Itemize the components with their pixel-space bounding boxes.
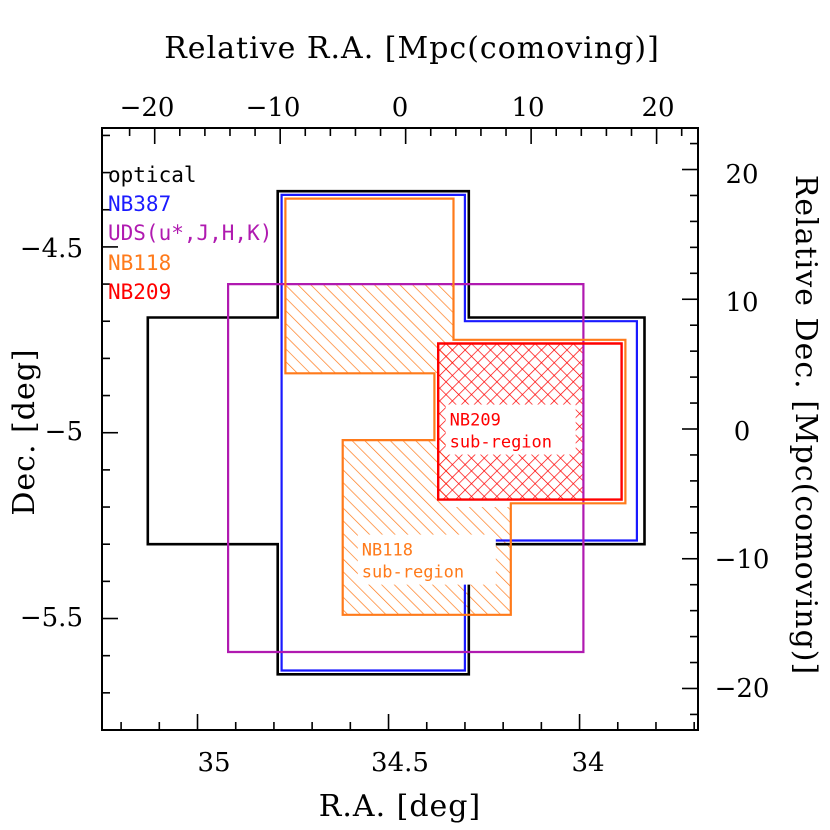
legend-entry-uds: UDS(u*,J,H,K) xyxy=(108,221,272,245)
y2-tick-label: 10 xyxy=(725,288,758,318)
region-outline-optical xyxy=(146,189,646,676)
y-tick-label: −4.5 xyxy=(20,234,83,264)
sub-region-label: NB209 xyxy=(450,411,501,431)
y-axis-title: Dec. [deg] xyxy=(7,348,42,515)
x2-tick-label: 10 xyxy=(511,93,544,123)
region-outline-uds-u-j-h-k xyxy=(227,283,585,654)
legend-entry-nb387: NB387 xyxy=(108,192,171,216)
x-tick-label: 35 xyxy=(197,748,230,778)
sub-region-label-box xyxy=(445,404,576,455)
survey-region-layer xyxy=(146,189,646,676)
region-outline-nb118 xyxy=(284,197,627,616)
y2-tick-label: 20 xyxy=(725,160,758,190)
y2-axis-title: Relative Dec. [Mpc(comoving)] xyxy=(788,175,823,675)
region-outline-nb209 xyxy=(437,342,623,501)
sub-region-label: sub-region xyxy=(362,563,464,583)
y2-tick-label: −20 xyxy=(715,674,770,704)
x2-axis-title: Relative R.A. [Mpc(comoving)] xyxy=(164,31,660,66)
x2-tick-label: −10 xyxy=(246,93,301,123)
region-outline-nb387 xyxy=(280,193,639,672)
y2-tick-label: 0 xyxy=(734,417,751,447)
legend-entry-nb118: NB118 xyxy=(108,251,171,275)
x-axis-title: R.A. [deg] xyxy=(319,789,481,824)
x-tick-label: 34 xyxy=(571,748,604,778)
y2-tick-label: −10 xyxy=(715,545,770,575)
x2-tick-label: 20 xyxy=(641,93,674,123)
x2-tick-label: −20 xyxy=(120,93,175,123)
legend-entry-optical: optical xyxy=(108,163,197,187)
x2-tick-label: 0 xyxy=(392,93,409,123)
axis-ticks xyxy=(102,128,698,731)
x-tick-label: 34.5 xyxy=(371,748,429,778)
y-tick-label: −5 xyxy=(45,417,83,447)
nb118-sub-region-hatch xyxy=(285,284,454,374)
sub-region-label: sub-region xyxy=(450,433,552,453)
y-tick-label: −5.5 xyxy=(20,603,83,633)
sub-region-label: NB118 xyxy=(362,541,413,561)
plot-frame xyxy=(101,127,699,731)
sub-region-label-box xyxy=(357,534,496,585)
legend-entry-nb209: NB209 xyxy=(108,280,171,304)
